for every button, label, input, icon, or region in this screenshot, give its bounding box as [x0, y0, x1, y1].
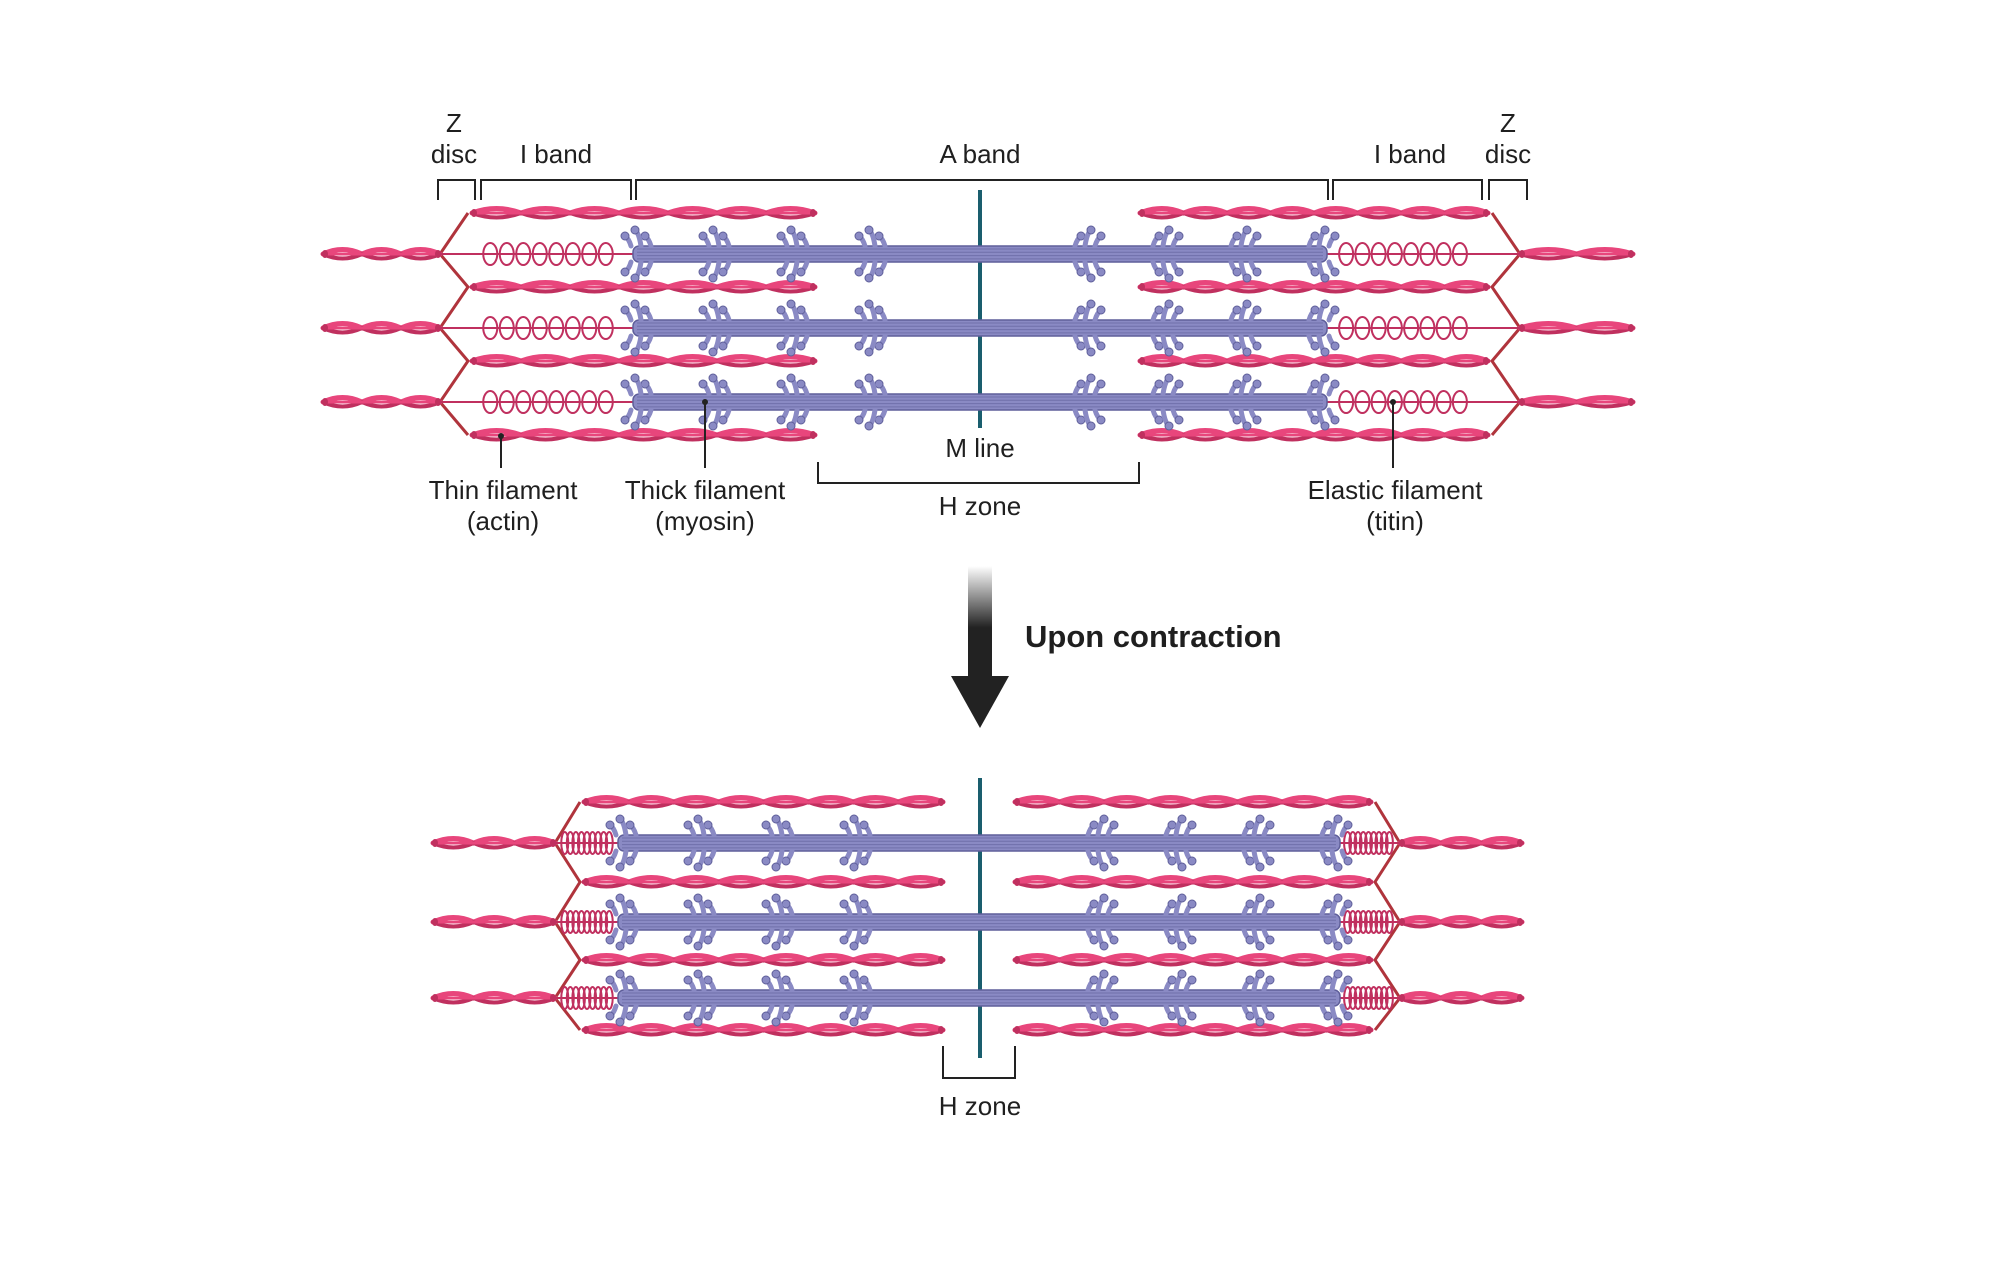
titin-coil: [1343, 986, 1394, 1010]
thin-filament-pointer-dot: [498, 433, 504, 439]
thick-filament: [605, 969, 1353, 1027]
titin-coil: [482, 390, 614, 414]
thin-filament: [1137, 280, 1491, 294]
thick-filament: [605, 814, 1353, 872]
thin-filament: [469, 428, 818, 442]
thin-filament: [1137, 428, 1491, 442]
thin-filament: [1517, 247, 1636, 261]
thin-filament: [430, 915, 558, 929]
thin-filament: [1397, 915, 1525, 929]
thick-filament-pointer-dot: [702, 399, 708, 405]
m-line-label: M line: [945, 433, 1015, 463]
h-zone-relaxed-bracket: [817, 462, 1140, 484]
h-zone-relaxed-label: H zone: [938, 491, 1022, 521]
titin-coil: [1343, 910, 1394, 934]
thick-filament: [620, 299, 1340, 357]
thin-filament: [1397, 836, 1525, 850]
a-band-label: A band: [939, 139, 1021, 169]
thin-filament: [1517, 321, 1636, 335]
titin-coil: [560, 831, 614, 855]
thin-filament: [581, 875, 946, 889]
thin-filament: [430, 836, 558, 850]
thin-filament: [581, 953, 946, 967]
titin-coil: [482, 316, 614, 340]
thin-filament: [1012, 795, 1374, 809]
thin-filament: [1137, 206, 1491, 220]
thin-filament-label: Thin filament(actin): [428, 475, 578, 536]
brackets: [437, 179, 1528, 1079]
thin-filament: [1012, 953, 1374, 967]
thick-filament: [620, 225, 1340, 283]
titin-coil: [1338, 390, 1468, 414]
thick-filament-label: Thick filament(myosin): [624, 475, 786, 536]
relaxed-sarcomere: [320, 190, 1636, 442]
h-zone-contracted-label: H zone: [938, 1091, 1022, 1121]
thick-filament: [620, 373, 1340, 431]
thin-filament: [581, 795, 946, 809]
thin-filament: [320, 395, 443, 409]
titin-coil: [1338, 316, 1468, 340]
thin-filament: [1397, 991, 1525, 1005]
i-band-left-label: I band: [519, 139, 593, 169]
i-band-left-bracket: [480, 179, 632, 200]
thin-filament: [430, 991, 558, 1005]
i-band-right-label: I band: [1373, 139, 1447, 169]
titin-coil: [1343, 831, 1394, 855]
titin-coil: [1338, 242, 1468, 266]
thin-filament: [1517, 395, 1636, 409]
thin-filament: [320, 321, 443, 335]
h-zone-contracted-bracket: [942, 1046, 1016, 1079]
thin-filament: [1012, 875, 1374, 889]
contracted-sarcomere: [430, 778, 1525, 1058]
titin-coil: [482, 242, 614, 266]
titin-coil: [560, 986, 614, 1010]
i-band-right-bracket: [1332, 179, 1483, 200]
elastic-filament-label: Elastic filament(titin): [1307, 475, 1483, 536]
thin-filament: [1012, 1023, 1374, 1037]
thin-filament: [469, 280, 818, 294]
thin-filament: [469, 354, 818, 368]
thin-filament: [581, 1023, 946, 1037]
thin-filament: [1137, 354, 1491, 368]
z-disc-right-bracket: [1488, 179, 1528, 200]
elastic-filament-pointer-dot: [1390, 399, 1396, 405]
thick-filament: [605, 893, 1353, 951]
contraction-arrow: [951, 566, 1009, 728]
titin-coil: [560, 910, 614, 934]
z-disc-left-bracket: [437, 179, 476, 200]
a-band-bracket: [635, 179, 1329, 200]
thin-filament: [320, 247, 443, 261]
thin-filament: [469, 206, 818, 220]
contraction-label: Upon contraction: [1025, 619, 1282, 654]
